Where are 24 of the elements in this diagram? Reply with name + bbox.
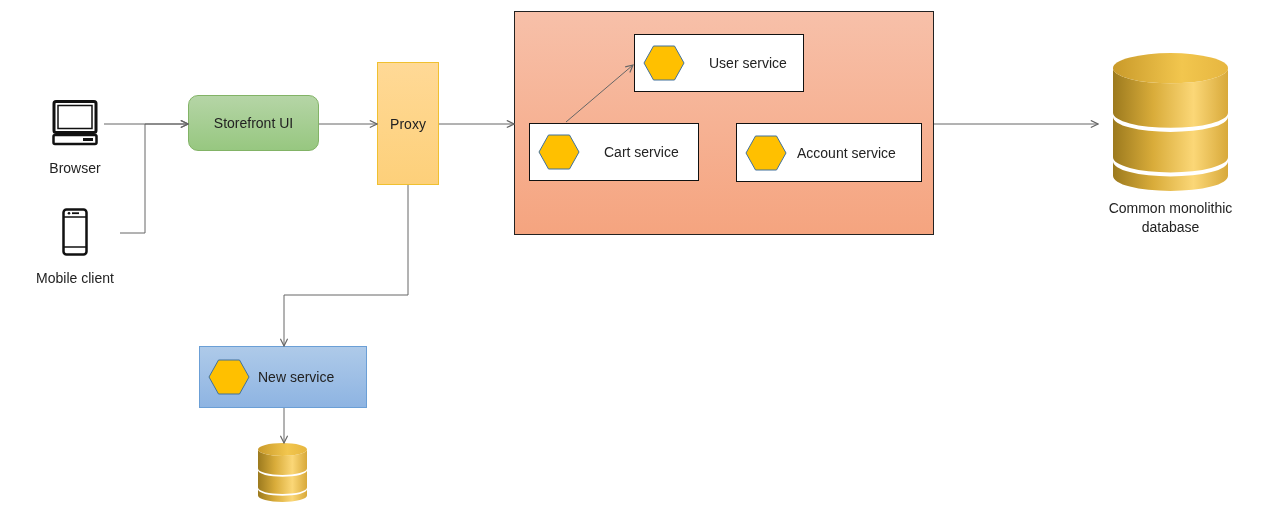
device-label: Browser bbox=[49, 160, 101, 176]
device-label: Mobile client bbox=[36, 270, 114, 286]
service-group-box bbox=[514, 11, 934, 235]
arrow bbox=[933, 119, 1099, 129]
arrow bbox=[438, 119, 515, 129]
arrow bbox=[279, 184, 409, 347]
service-box bbox=[529, 123, 699, 181]
service-label: Account service bbox=[797, 144, 896, 161]
arrow bbox=[119, 119, 189, 234]
arrow bbox=[318, 119, 378, 129]
database-label: Common monolithic database bbox=[1107, 199, 1234, 237]
service-box bbox=[199, 346, 367, 408]
database-icon bbox=[258, 443, 307, 502]
proxy-box bbox=[377, 62, 439, 185]
proxy-label: Proxy bbox=[390, 115, 426, 132]
service-label: New service bbox=[258, 369, 335, 385]
arrow bbox=[279, 407, 289, 444]
service-box bbox=[736, 123, 922, 182]
service-label: Cart service bbox=[604, 144, 679, 160]
ui-box bbox=[188, 95, 319, 151]
service-label: User service bbox=[709, 55, 787, 71]
arrow bbox=[565, 64, 634, 123]
service-box bbox=[634, 34, 804, 92]
ui-label: Storefront UI bbox=[213, 115, 294, 131]
